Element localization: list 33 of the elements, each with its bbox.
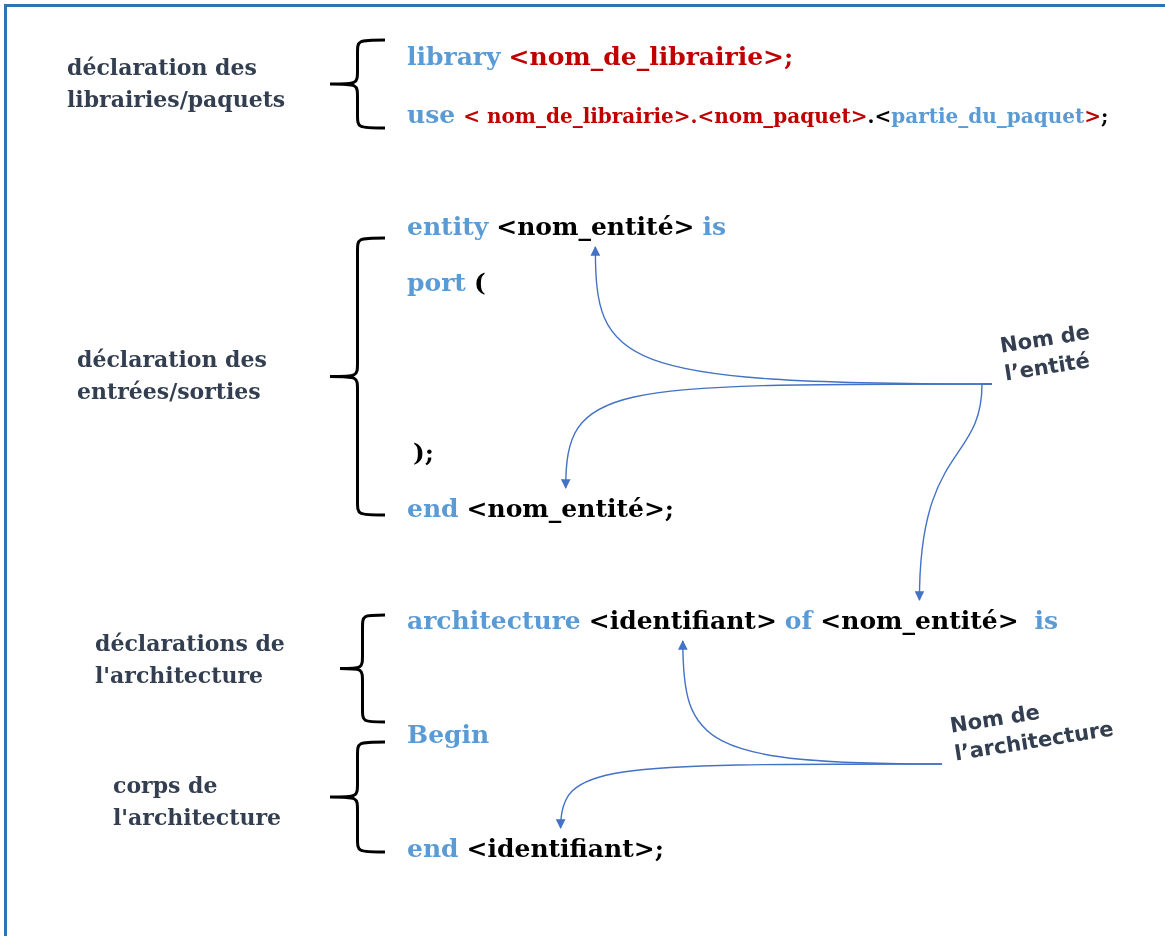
keyword: is [1034,606,1059,635]
code-identifier: <nom_entité> [820,606,1019,635]
annotation-text: Nom de l’entité [998,304,1165,388]
keyword: entity [407,212,489,241]
code-text: ; [664,494,675,523]
code-identifier: <identifiant> [466,834,655,863]
keyword: end [407,494,459,523]
keyword: of [784,606,813,635]
leader-arrow [914,383,993,601]
code-text: ); [413,438,435,467]
section-caption: déclarations de l'architecture [95,629,286,690]
code-identifier: <nom_entité> [496,212,695,241]
keyword: partie_du_paquet [891,104,1085,128]
code-text: ( [473,268,486,297]
code-text: .< [867,104,892,128]
keyword: port [407,268,466,297]
section-caption: déclaration des entrées/sorties [77,345,268,406]
leader-arrow [556,763,943,829]
keyword: use [407,100,456,129]
keyword: architecture [407,606,581,635]
section-caption: corps de l'architecture [113,771,282,832]
section-caption: déclaration des librairies/paquets [67,53,287,114]
code-text: ; [1101,104,1109,128]
code-identifier: <nom_entité> [466,494,665,523]
keyword: Begin [407,720,490,749]
code-text: ; [654,834,664,863]
code-text: <nom_de_librairie>; [508,42,794,71]
keyword: is [702,212,727,241]
keyword: end [407,834,459,863]
keyword: library [407,42,501,71]
code-text: > [1084,104,1101,128]
code-identifier: <identifiant> [588,606,777,635]
code-text: < nom_de_librairie>.<nom_paquet> [463,104,868,128]
